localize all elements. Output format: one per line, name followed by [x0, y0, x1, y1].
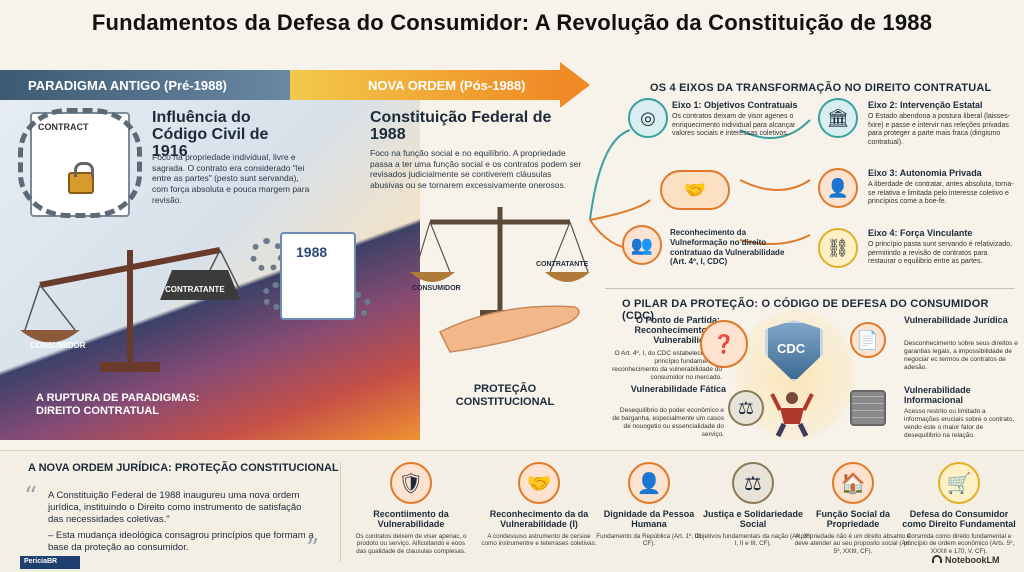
handshake-icon: 🤝 [518, 462, 560, 504]
pillar-title: Recontiimento da Vulnerabilidade [373, 509, 449, 529]
kneeling-person-icon [770, 392, 814, 438]
pillar-title: Dignidade da Pessoa Humana [603, 509, 695, 529]
target-icon: ◎ [628, 98, 668, 138]
connector-arrows [589, 119, 811, 251]
vulnerabilidade-informacional-title: Vulnerabilidade Informacional [904, 385, 971, 405]
vulnerabilidade-juridica-title: Vulnerabilidade Jurídica [904, 315, 1008, 325]
broken-chain-icon: ⛓ [818, 228, 858, 268]
eixo-2-title: Eixo 2: Intervenção Estatal [868, 100, 983, 110]
chain-icon [18, 108, 142, 218]
periciabr-logo: PericiaBR [20, 556, 80, 569]
ruptura-line-1: A RUPTURA DE PARADIGMAS: [36, 392, 200, 404]
bottom-vertical-divider [340, 462, 341, 562]
section-divider [605, 288, 1015, 289]
pillar-text: Objetivos fundamentais da nação (Art. 3º… [694, 532, 812, 548]
eixos-center-text: Reconhecimento da Vulneformação no direi… [670, 228, 785, 267]
handshake-icon: 🤝 [660, 170, 730, 210]
eixo-3-title: Eixo 3: Autonomia Privada [868, 168, 982, 178]
gear-icon [250, 238, 284, 272]
pillar-title: Justiça e Solidariedade Social [702, 509, 804, 529]
vulnerabilidade-fatica-text: Desequilíbrio do poder econômico e de ba… [612, 407, 724, 438]
eixo-4-title: Eixo 4: Força Vinculante [868, 228, 973, 238]
constitution-quote-note: – Esta mudança ideológica consagrou prin… [48, 530, 314, 553]
scale-icon: ⚖ [732, 462, 774, 504]
protecao-line-2: CONSTITUCIONAL [455, 395, 555, 408]
document-year-label: 1988 [296, 244, 328, 260]
constitution-1988-document: 1988 [280, 232, 356, 320]
old-paradigm-title: Influência do Código Civil de 1916 [152, 109, 269, 160]
vulnerabilidade-informacional-text: Acesso restrito ou limitado a informaçõe… [904, 408, 1015, 439]
house-icon: 🏠 [832, 462, 874, 504]
government-building-icon: 🏛 [818, 98, 858, 138]
pillar-text: A condessuso astrumento de cersioe como … [481, 532, 597, 548]
pillar-text: Fundamento da República (Art. 1º, III, C… [596, 532, 702, 548]
cdc-heading: O PILAR DA PROTEÇÃO: O CÓDIGO DE DEFESA … [622, 298, 989, 322]
documents-person-icon: 📄 [850, 322, 886, 358]
vulnerabilidade-juridica-text: Desconhecimento sobre seus direitos e ga… [904, 340, 1018, 371]
old-scale-left-label: CONSUMIDOR [30, 341, 86, 350]
quote-open-icon: “ [24, 482, 38, 512]
eixo-1-title: Eixo 1: Objetivos Contratuais [672, 100, 798, 110]
band-new-order: NOVA ORDEM (Pós-1988) [290, 70, 560, 100]
old-scale-right-label: CONTRATANTE [165, 285, 225, 294]
balanced-scale-hand-icon: CONSUMIDOR CONTRATANTE [410, 207, 590, 353]
new-order-title: Constituição Federal de 1988 [370, 109, 552, 143]
eixo-3-text: A liberdade de contratar, antes absoluta… [868, 181, 1014, 206]
arrow-right-icon [560, 62, 590, 108]
page-title: Fundamentos da Defesa do Consumidor: A R… [91, 10, 933, 35]
person-icon: 👤 [818, 168, 858, 208]
pillar-reconhecimento: 🤝 Reconhecimento da da Vulnerabilidade (… [480, 462, 598, 548]
eixo-2-text: O Estado abendona a postura liberal (lai… [868, 113, 1011, 146]
shopping-cart-shield-icon: 🛒 [938, 462, 980, 504]
protecao-constitucional-caption: PROTEÇÃO CONSTITUCIONAL [450, 383, 560, 408]
group-people-icon: 👥 [622, 225, 662, 265]
ruptura-caption: A RUPTURA DE PARADIGMAS: DIREITO CONTRAT… [36, 392, 226, 418]
pillar-title: Função Social da Propriedade [815, 509, 891, 529]
notebooklm-icon [932, 555, 942, 563]
pillar-defesa-consumidor: 🛒 Defesa do Consumidor como Direito Fund… [900, 462, 1018, 555]
pillar-text: A propriedade não é um direito absahto e… [794, 532, 912, 555]
eixo-4-text: O princípio pasta sunt servando é relati… [868, 241, 1012, 266]
new-scale-right-label: CONTRATANTE [536, 261, 589, 268]
pillar-funcao-social: 🏠 Função Social da Propriedade A proprie… [794, 462, 912, 555]
cdc-shield-label: CDC [777, 341, 806, 356]
new-scale-left-label: CONSUMIDOR [412, 285, 461, 292]
pillar-dignidade: 👤 Dignidade da Pessoa Humana Fundamento … [590, 462, 708, 548]
shield-person-icon: 🛡 [390, 462, 432, 504]
eixos-heading: OS 4 EIXOS DA TRANSFORMAÇÃO NO DIREITO C… [650, 82, 992, 94]
padlock-icon [68, 162, 94, 194]
pillar-justica: ⚖ Justiça e Solidariedade Social Objetiv… [694, 462, 812, 548]
notebooklm-label: NotebookLM [945, 555, 1000, 565]
ponto-partida-text: O Art. 4º, I, do CDC estabelece como pri… [612, 350, 722, 381]
unbalanced-scale-icon: CONSUMIDOR CONTRATANTE [20, 247, 241, 372]
pillar-text: Os contratos deixem de viser apenac, o p… [355, 532, 467, 555]
notebooklm-brand: NotebookLM [932, 555, 1000, 565]
person-badge-icon: 👤 [628, 462, 670, 504]
ponto-partida-title: O Ponto de Partida: Reconhecimento da Vu… [634, 315, 720, 345]
constitution-quote: A Constituição Federal de 1988 inaugureu… [48, 490, 302, 525]
pillar-recontiimento: 🛡 Recontiimento da Vulnerabilidade Os co… [352, 462, 470, 555]
pillar-title: Defesa do Consumidor como Direito Fundam… [902, 509, 1016, 529]
new-order-text: Foco na função social e no equilíbrio. A… [370, 148, 582, 190]
old-paradigm-text: Foco na propriedade individual, livre e … [152, 152, 310, 205]
question-person-icon: ❓ [700, 320, 748, 368]
pillar-text: Corsmida como direito fundamental e prin… [903, 532, 1015, 555]
scale-icon: ⚖ [728, 390, 764, 426]
brick-wall-icon [850, 390, 886, 426]
band-old-paradigm: PARADIGMA ANTIGO (Pré-1988) [0, 70, 300, 100]
pillar-title: Reconhecimento da da Vulnerabilidade (I) [489, 509, 589, 529]
bottom-heading: A NOVA ORDEM JURÍDICA: PROTEÇÃO CONSTITU… [28, 462, 339, 474]
protecao-line-1: PROTEÇÃO [473, 383, 537, 395]
ruptura-line-2: DIREITO CONTRATUAL [36, 405, 160, 418]
vulnerabilidade-fatica-title: Vulnerabilidade Fática [630, 384, 726, 394]
eixo-1-text: Os contratos deixam de visor agenes o en… [672, 113, 796, 138]
quote-close-icon: ” [306, 534, 320, 564]
